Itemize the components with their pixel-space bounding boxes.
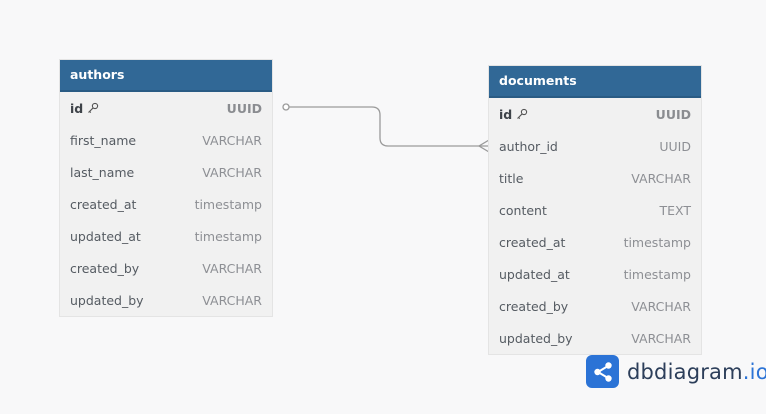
- column-type: TEXT: [659, 202, 691, 218]
- table-row[interactable]: author_id UUID: [489, 130, 701, 162]
- table-row[interactable]: id UUID: [489, 98, 701, 130]
- connector-line: [286, 106, 489, 147]
- table-row[interactable]: updated_by VARCHAR: [60, 284, 272, 316]
- column-name-text: updated_at: [70, 228, 141, 244]
- column-name-text: created_at: [70, 196, 137, 212]
- column-name-text: author_id: [499, 138, 558, 154]
- column-type: UUID: [659, 138, 691, 154]
- column-name-text: created_by: [70, 260, 140, 276]
- column-type: UUID: [655, 106, 691, 122]
- table-row[interactable]: created_at timestamp: [489, 226, 701, 258]
- column-name: author_id: [499, 139, 558, 154]
- column-name-text: title: [499, 170, 524, 186]
- column-type: timestamp: [194, 196, 262, 212]
- table-row[interactable]: created_by VARCHAR: [489, 290, 701, 322]
- column-name-text: updated_at: [499, 266, 570, 282]
- column-name: updated_by: [499, 331, 573, 346]
- one-end-marker: [282, 103, 290, 111]
- column-name: updated_at: [499, 267, 570, 282]
- brand-name: dbdiagram.io: [627, 360, 766, 384]
- many-end-marker: [477, 139, 490, 153]
- column-type: VARCHAR: [202, 260, 262, 276]
- column-name: updated_at: [70, 229, 141, 244]
- column-type: VARCHAR: [631, 330, 691, 346]
- brand-logo[interactable]: dbdiagram.io: [586, 355, 766, 388]
- table-row[interactable]: updated_at timestamp: [60, 220, 272, 252]
- column-type: UUID: [226, 100, 262, 116]
- column-type: VARCHAR: [631, 298, 691, 314]
- table-header[interactable]: documents: [489, 66, 701, 98]
- column-name: created_by: [70, 261, 139, 276]
- key-icon: [517, 108, 528, 119]
- column-type: VARCHAR: [202, 132, 262, 148]
- column-name-text: first_name: [70, 132, 137, 148]
- column-name-text: content: [499, 202, 547, 218]
- column-name-text: created_at: [499, 234, 566, 250]
- table-row[interactable]: updated_at timestamp: [489, 258, 701, 290]
- column-name-text: last_name: [70, 164, 135, 180]
- column-name: last_name: [70, 165, 134, 180]
- column-name-text: updated_by: [70, 292, 144, 308]
- column-name: updated_by: [70, 293, 144, 308]
- column-name: created_by: [499, 299, 568, 314]
- column-name-text: updated_by: [499, 330, 573, 346]
- key-icon: [88, 102, 99, 113]
- column-name-text: created_by: [499, 298, 569, 314]
- table-header[interactable]: authors: [60, 60, 272, 92]
- column-name: id: [70, 101, 99, 116]
- column-type: timestamp: [623, 266, 691, 282]
- brand-name-main: dbdiagram: [627, 359, 743, 384]
- table-row[interactable]: id UUID: [60, 92, 272, 124]
- column-type: VARCHAR: [202, 292, 262, 308]
- column-type: timestamp: [194, 228, 262, 244]
- brand-name-suffix: .io: [742, 359, 766, 384]
- column-name-text: id: [70, 100, 84, 116]
- column-type: VARCHAR: [202, 164, 262, 180]
- column-type: timestamp: [623, 234, 691, 250]
- column-name: first_name: [70, 133, 136, 148]
- table-row[interactable]: first_name VARCHAR: [60, 124, 272, 156]
- table-row[interactable]: content TEXT: [489, 194, 701, 226]
- column-name: created_at: [499, 235, 565, 250]
- column-name: created_at: [70, 197, 136, 212]
- table-row[interactable]: created_by VARCHAR: [60, 252, 272, 284]
- column-name-text: id: [499, 106, 513, 122]
- table-row[interactable]: created_at timestamp: [60, 188, 272, 220]
- column-type: VARCHAR: [631, 170, 691, 186]
- column-name: id: [499, 107, 528, 122]
- table-row[interactable]: updated_by VARCHAR: [489, 322, 701, 354]
- column-name: content: [499, 203, 547, 218]
- column-name: title: [499, 171, 523, 186]
- table-row[interactable]: title VARCHAR: [489, 162, 701, 194]
- table-row[interactable]: last_name VARCHAR: [60, 156, 272, 188]
- share-nodes-icon: [586, 355, 619, 388]
